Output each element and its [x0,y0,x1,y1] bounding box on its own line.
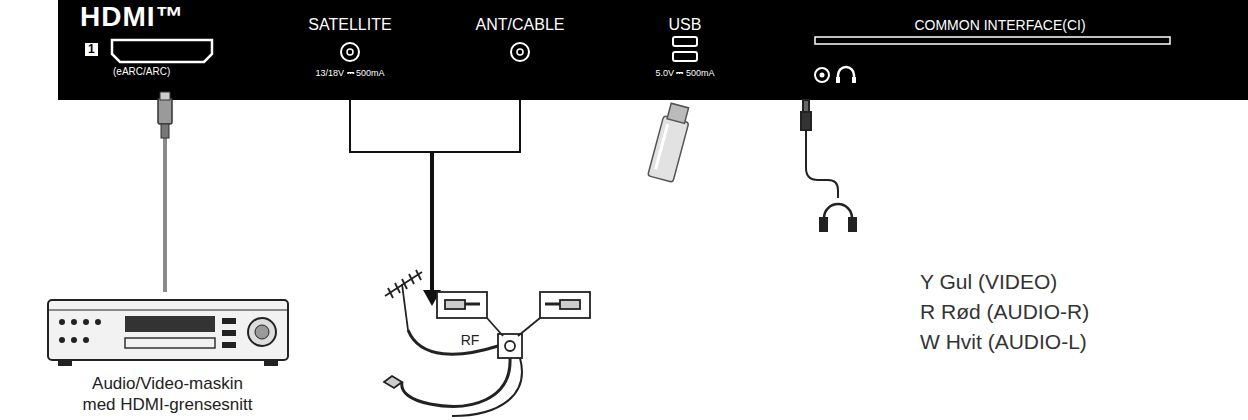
antenna-illustration-part [487,318,503,336]
color-note: W Hvit (AUDIO-L) [920,330,1087,354]
headphones-part [849,218,856,231]
back-panel [58,0,1248,100]
hdmi-logo: HDMI™ [80,2,185,33]
antenna-illustration-part [498,334,522,358]
antenna-illustration-part [408,330,498,354]
av-device-part [59,319,65,325]
antenna-illustration-part [465,303,480,306]
headphones [801,100,856,231]
antenna-bracket-part [350,100,520,152]
antenna-illustration-part [395,283,400,293]
av-device-part [83,319,89,325]
headphones-part [801,112,811,130]
back-panel-part [852,77,856,83]
av-device-part [222,342,236,348]
port-rating: 13/18V ⎓ 500mA [315,68,384,78]
usb-stick-part [648,116,689,183]
av-device-part [222,318,236,324]
av-device-part [125,316,215,332]
av-device-part [248,318,276,346]
back-panel-part [836,77,840,83]
antenna-illustration-part [445,300,465,309]
antenna-illustration-part [388,288,393,298]
av-device-part [48,310,288,311]
antenna-illustration-part [545,303,560,306]
color-note: R Rød (AUDIO-R) [920,300,1089,324]
av-device-part [222,330,236,336]
antenna-illustration-part [452,358,522,416]
av-device-part [264,360,278,366]
av-device-part [58,360,72,366]
av-device-part [125,338,215,348]
back-panel-part [815,68,829,82]
av-device-part [255,325,269,339]
antenna-illustration-part [416,270,421,280]
back-panel-part [341,43,359,61]
antenna-illustration-part [384,376,402,388]
back-panel-part [673,37,697,46]
antenna-illustration-part [518,318,540,336]
hdmi-plug-part [158,98,172,124]
antenna-illustration-part [402,279,407,289]
antenna-illustration-part [540,292,590,318]
port-note: (eARC/ARC) [113,66,170,77]
port-name: SATELLITE [308,16,391,34]
port-rating: 5.0V ⎓ 500mA [655,68,714,78]
usb-stick [648,102,693,182]
av-device-part [71,337,77,343]
back-panel-part [815,37,1170,44]
antenna-illustration-part [560,300,580,309]
av-device [48,300,288,366]
av-device-part [48,300,288,360]
av-device-part [71,319,77,325]
av-device-part [83,337,89,343]
hdmi-plug [158,92,172,138]
antenna-illustration [384,270,590,416]
hdmi-plug-part [160,92,170,100]
back-panel-part [112,40,212,62]
headphones-part [824,204,852,228]
headphones-part [806,130,838,198]
back-panel-part [58,0,1248,100]
antenna-illustration-part [437,292,487,318]
antenna-illustration-part [505,341,515,351]
port-name: COMMON INTERFACE(CI) [914,17,1085,33]
signal-name: RF [459,332,482,348]
back-panel-part [820,73,825,78]
antenna-bracket-part [430,152,434,292]
back-panel-part [511,43,529,61]
usb-stick-part [656,124,668,169]
av-device-part [59,337,65,343]
port-name: ANT/CABLE [476,16,565,34]
headphones-part [803,100,809,112]
back-panel-part [347,49,353,55]
hdmi-plug-part [161,124,169,138]
usb-stick-part [667,103,689,123]
device-caption: Audio/Video-maskin med HDMI-grensesnitt [77,374,259,415]
antenna-illustration-part [402,358,510,406]
headphones-part [820,218,827,231]
port-name: USB [669,16,702,34]
back-panel-part [673,52,697,61]
back-panel-part [517,49,523,55]
antenna-illustration-part [409,274,414,284]
back-panel-part [838,67,854,82]
antenna-bracket [350,100,520,306]
color-note: Y Gul (VIDEO) [920,270,1057,294]
av-device-part [95,319,101,325]
device-box: Audio/Video-maskin med HDMI-grensesnitt [35,292,300,418]
antenna-illustration-part [402,284,408,330]
hdmi-port: HDMI™ 1 (eARC/ARC) [75,0,225,100]
port-number: 1 [85,43,98,56]
